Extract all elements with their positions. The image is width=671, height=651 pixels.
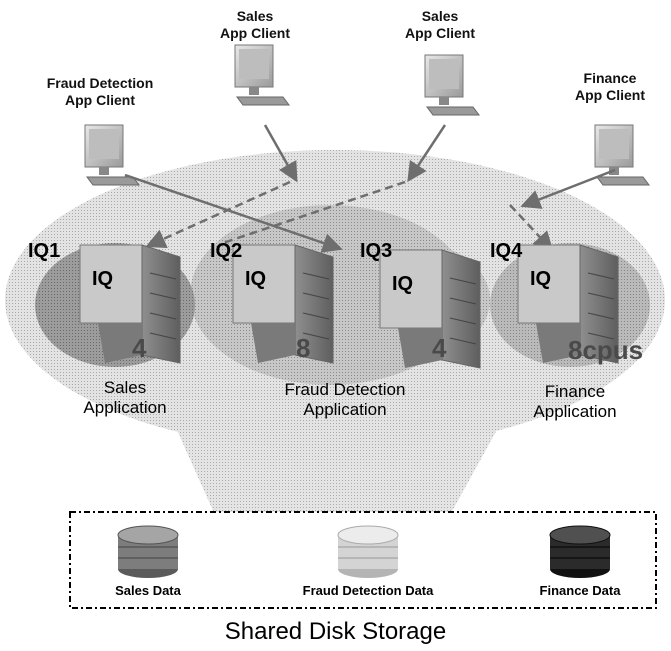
server-icon: [379, 249, 481, 369]
server-face-iq3: IQ: [392, 273, 414, 295]
database-icon: [549, 525, 611, 578]
storage-caption: Shared Disk Storage: [224, 618, 447, 645]
server-tag-iq3: IQ3: [360, 240, 393, 262]
computer-icon: [424, 54, 480, 116]
server-icon: [79, 244, 181, 364]
disk-label-fraud: Fraud Detection Data: [302, 583, 434, 598]
cpu-count-iq2: 8: [296, 333, 311, 363]
disk-label-sales: Sales Data: [115, 583, 181, 598]
cpu-count-iq3: 4: [432, 333, 447, 363]
server-tag-iq2: IQ2: [210, 240, 243, 262]
server-tag-iq1: IQ1: [28, 240, 61, 262]
client-connectors: [124, 124, 616, 253]
server-face-iq4: IQ: [530, 268, 552, 290]
cpu-count-iq4: 8cpus: [568, 335, 644, 365]
computer-icon: [594, 124, 650, 186]
disk-label-finance: Finance Data: [539, 583, 621, 598]
computer-icon: [234, 44, 290, 106]
cpu-count-iq1: 4: [132, 333, 147, 363]
server-icon: [232, 244, 334, 364]
server-tag-iq4: IQ4: [490, 240, 523, 262]
server-face-iq2: IQ: [245, 268, 267, 290]
computer-icon: [84, 124, 140, 186]
database-icon: [117, 525, 179, 578]
database-icon: [337, 525, 399, 578]
storage-funnel: [150, 370, 530, 515]
server-icon: [517, 244, 619, 364]
server-face-iq1: IQ: [92, 268, 114, 290]
